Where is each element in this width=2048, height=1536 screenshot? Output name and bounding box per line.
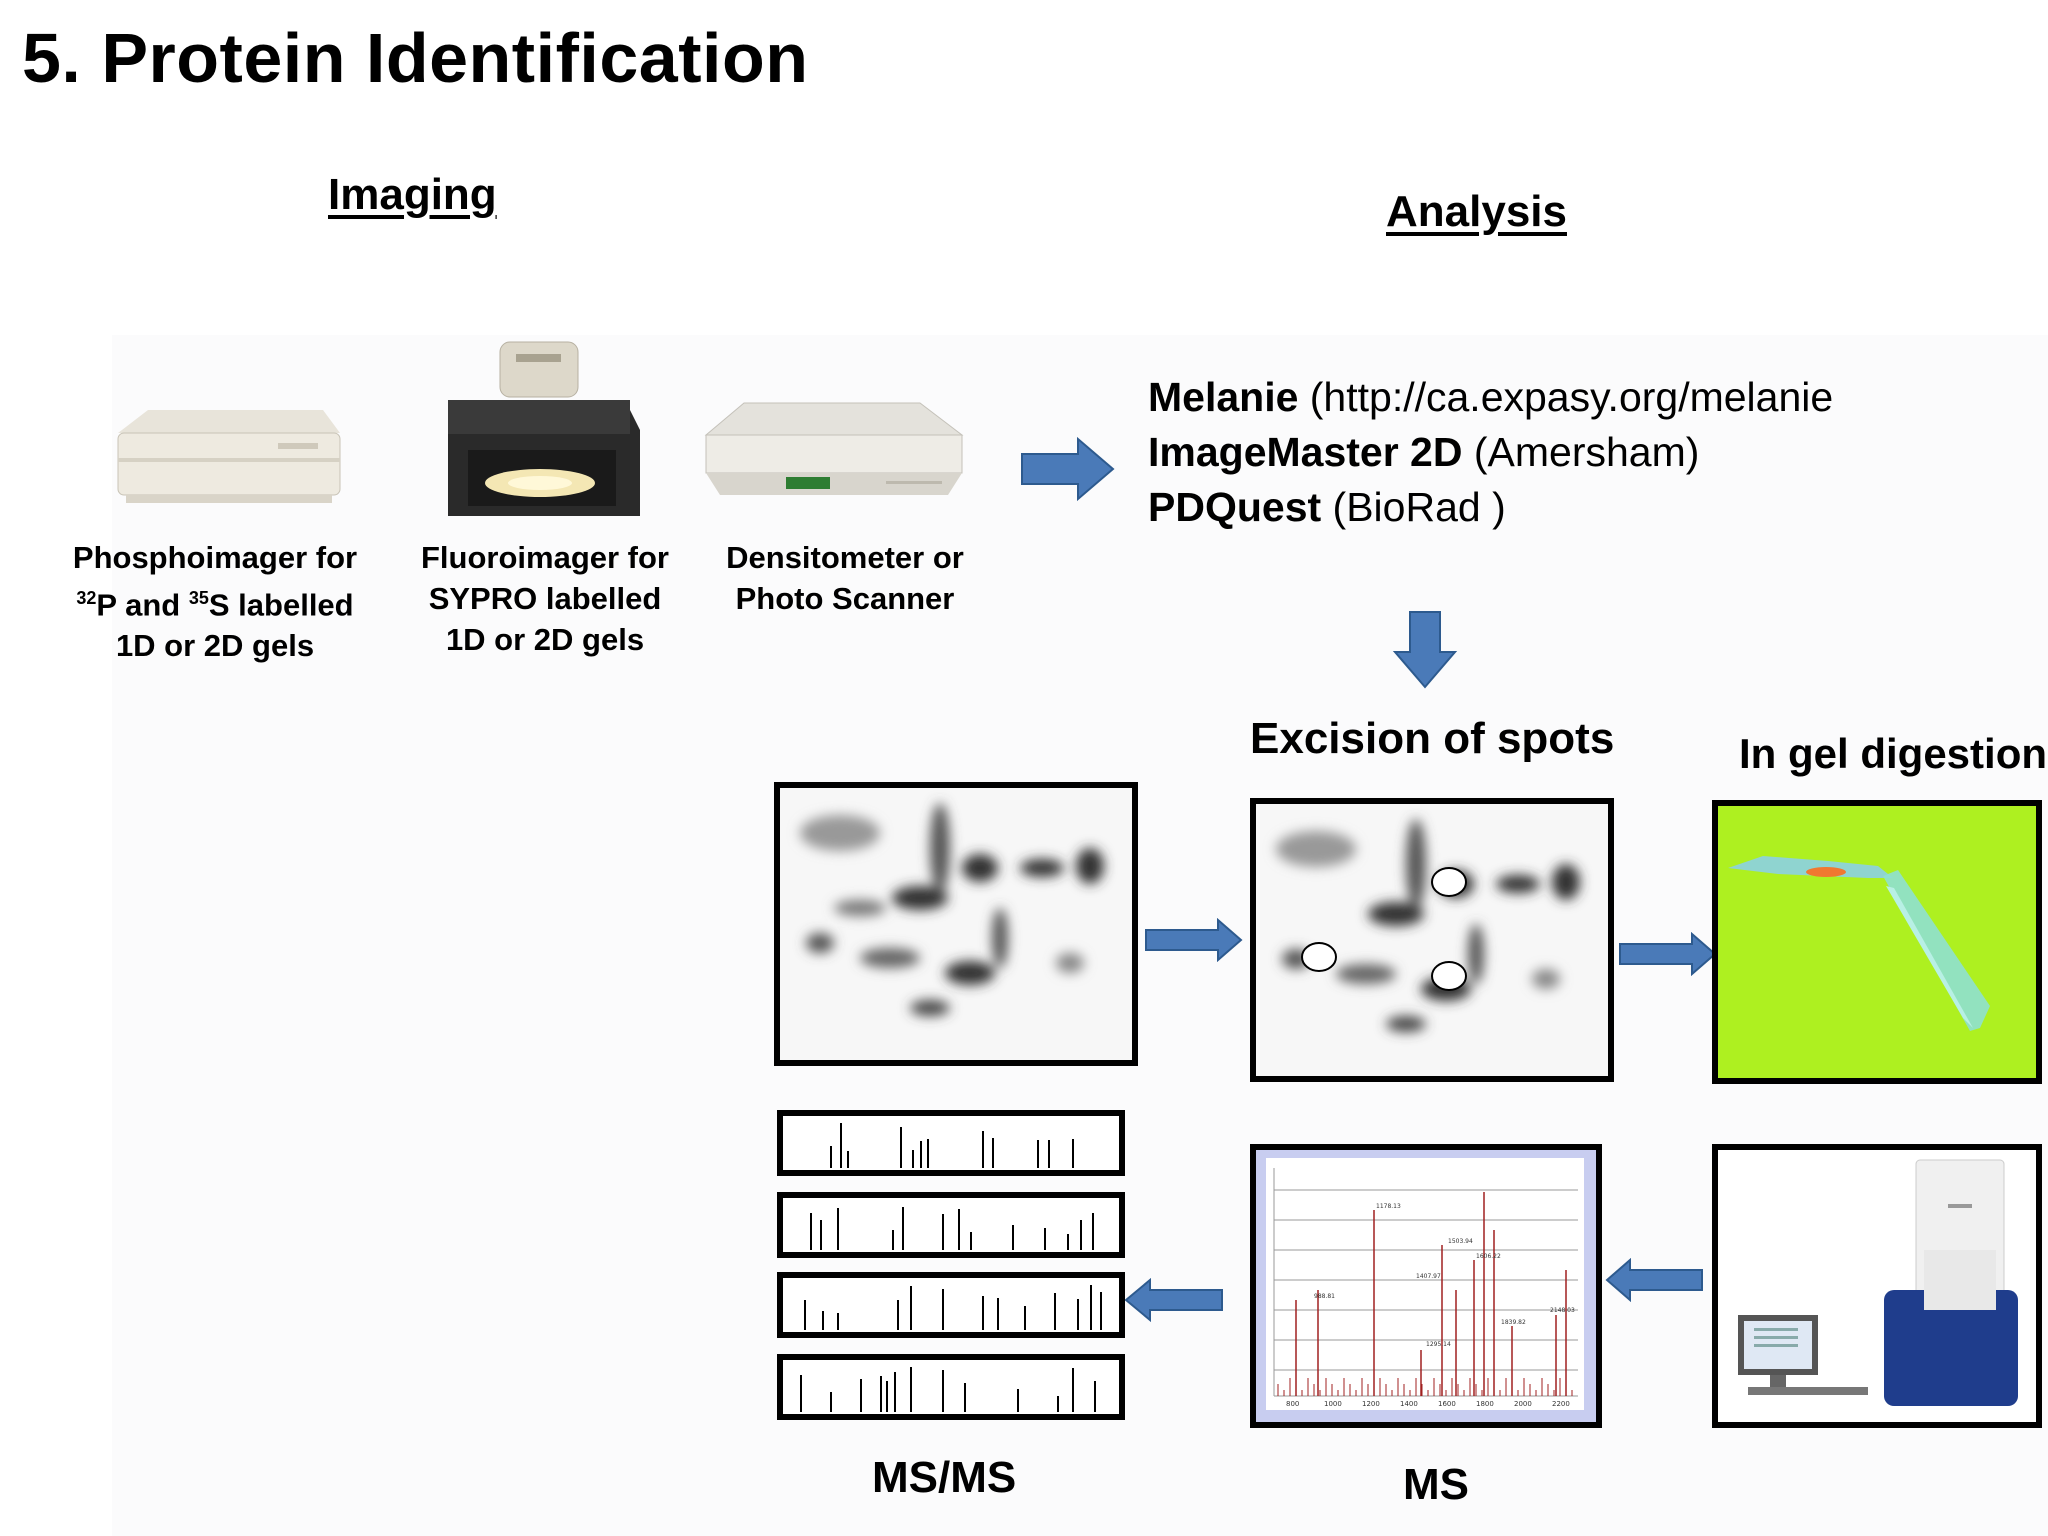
- ms-spectrum-image: 800 1000 1200 1400 1600 1800 2000 2200 1178.13 1…: [1250, 1144, 1602, 1428]
- ms-peak-label: 1839.82: [1501, 1319, 1526, 1326]
- ms-peak-label: 1503.94: [1448, 1238, 1473, 1245]
- msms-spectrum-2: [777, 1192, 1125, 1258]
- ms-peak-label: 1606.22: [1476, 1253, 1501, 1260]
- ms-x-tick: 800: [1286, 1400, 1299, 1408]
- excision-gel-image: [1250, 798, 1614, 1082]
- tool-imagemaster: ImageMaster 2D (Amersham): [1148, 429, 1700, 475]
- arrow-left-icon: [1604, 1258, 1704, 1302]
- slide-title: 5. Protein Identification: [22, 19, 809, 97]
- phosphoimager-caption: Phosphoimager for 32P and 35S labelled 1…: [72, 540, 358, 664]
- msms-spectrum-3: [777, 1272, 1125, 1338]
- excised-spot: [1431, 867, 1467, 897]
- analysis-tools-list: Melanie (http://ca.expasy.org/melanie Im…: [1148, 370, 1833, 535]
- msms-label: MS/MS: [872, 1453, 1017, 1502]
- densitometer-caption: Densitometer or Photo Scanner: [726, 540, 964, 616]
- densitometer-image: [700, 395, 970, 505]
- arrow-right-icon: [1144, 918, 1244, 962]
- ms-x-tick: 1200: [1362, 1400, 1380, 1408]
- imaging-heading: Imaging: [328, 170, 497, 219]
- digestion-label: In gel digestion: [1739, 730, 2048, 777]
- fluoroimager-caption: Fluoroimager for SYPRO labelled 1D or 2D…: [420, 540, 669, 657]
- ms-x-tick: 1400: [1400, 1400, 1418, 1408]
- mass-spectrometer-image: [1712, 1144, 2042, 1428]
- msms-spectrum-1: [777, 1110, 1125, 1176]
- ms-peak-label: 988.81: [1314, 1293, 1335, 1300]
- arrow-right-icon: [1618, 932, 1718, 976]
- ms-peak-label: 1178.13: [1376, 1203, 1401, 1210]
- arrow-right-icon: [1020, 436, 1116, 502]
- digestion-image: [1712, 800, 2042, 1084]
- ms-peak-label: 2148.03: [1550, 1307, 1575, 1314]
- ms-x-tick: 1000: [1324, 1400, 1342, 1408]
- excised-spot: [1431, 961, 1467, 991]
- arrow-down-icon: [1392, 610, 1458, 690]
- ms-peak-label: 1407.97: [1416, 1273, 1441, 1280]
- ms-x-tick: 2200: [1552, 1400, 1570, 1408]
- analysis-heading: Analysis: [1386, 187, 1567, 236]
- excised-spot: [1301, 942, 1337, 972]
- phosphoimager-image: [108, 398, 348, 508]
- msms-spectrum-4: [777, 1354, 1125, 1420]
- excision-label: Excision of spots: [1250, 714, 1615, 763]
- fluoroimager-image: [440, 340, 640, 520]
- ms-peak-label: 1295.14: [1426, 1341, 1451, 1348]
- ms-label: MS: [1403, 1460, 1469, 1509]
- gel-image: [774, 782, 1138, 1066]
- tool-melanie: Melanie (http://ca.expasy.org/melanie: [1148, 374, 1834, 420]
- ms-x-tick: 1800: [1476, 1400, 1494, 1408]
- tool-pdquest: PDQuest (BioRad ): [1148, 484, 1506, 530]
- ms-x-tick: 1600: [1438, 1400, 1456, 1408]
- ms-x-tick: 2000: [1514, 1400, 1532, 1408]
- arrow-left-icon: [1122, 1278, 1226, 1322]
